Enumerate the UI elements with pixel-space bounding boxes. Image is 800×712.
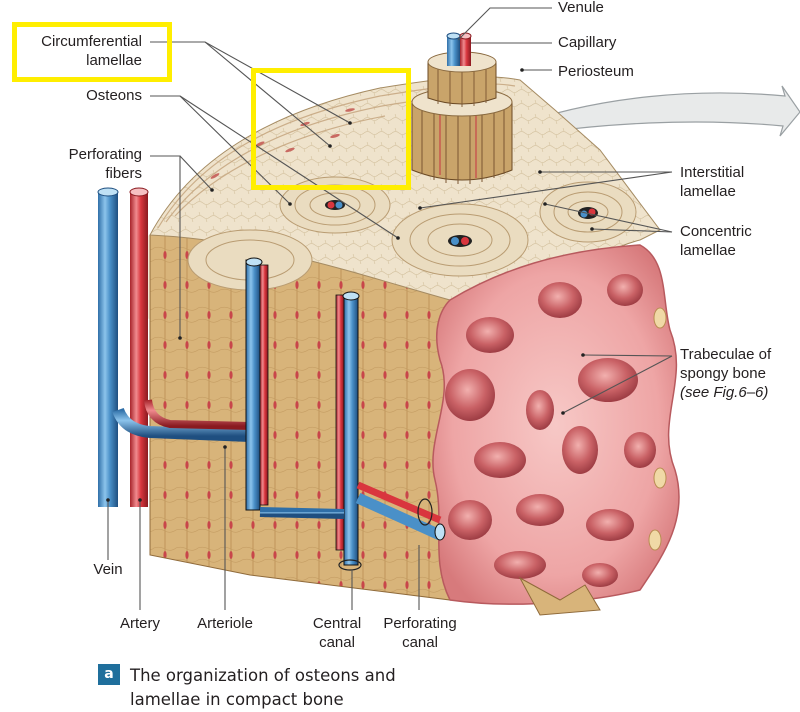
caption-line: lamellae in compact bone bbox=[130, 690, 344, 709]
leader-dots bbox=[106, 68, 594, 502]
caption-line: The organization of osteons and bbox=[130, 666, 396, 685]
perforating-canal-vessel bbox=[338, 481, 446, 571]
circumferential-lamellae-region-highlight bbox=[251, 68, 411, 190]
label-line: Interstitial bbox=[680, 164, 745, 181]
label-artery: Artery bbox=[112, 614, 168, 633]
label-line: Perforating bbox=[383, 615, 457, 632]
label-perforating-fibers: Perforating fibers bbox=[10, 145, 142, 183]
label-periosteum: Periosteum bbox=[558, 62, 634, 81]
label-central-canal: Central canal bbox=[305, 614, 369, 652]
arteriole-branch bbox=[112, 257, 269, 511]
label-line: lamellae bbox=[680, 242, 736, 259]
label-line: Capillary bbox=[558, 34, 617, 51]
central-canal-vessel bbox=[259, 291, 360, 566]
label-line: lamellae bbox=[86, 52, 142, 69]
label-line: lamellae bbox=[680, 183, 736, 200]
spongy-bone bbox=[432, 244, 680, 616]
label-line: Vein bbox=[93, 561, 123, 578]
label-trabeculae: Trabeculae of spongy bone (see Fig.6–6) bbox=[680, 345, 771, 402]
label-osteons: Osteons bbox=[10, 86, 142, 105]
label-line: Circumferential bbox=[41, 33, 142, 50]
label-line: Venule bbox=[558, 0, 604, 16]
label-line: Osteons bbox=[86, 87, 142, 104]
label-line: Arteriole bbox=[197, 615, 253, 632]
label-line: canal bbox=[402, 634, 438, 651]
label-line: canal bbox=[319, 634, 355, 651]
label-line: Trabeculae of bbox=[680, 346, 772, 363]
label-line: Periosteum bbox=[558, 63, 634, 80]
label-line: fibers bbox=[105, 165, 142, 182]
artery-vessel bbox=[129, 187, 149, 507]
label-venule: Venule bbox=[558, 0, 604, 17]
label-capillary: Capillary bbox=[558, 33, 616, 52]
label-vein: Vein bbox=[88, 560, 128, 579]
panel-letter-badge: a bbox=[98, 664, 120, 685]
figure-reference: (see Fig.6–6) bbox=[680, 384, 769, 401]
label-line: Perforating bbox=[68, 146, 142, 163]
label-circumferential-lamellae: Circumferential lamellae bbox=[10, 32, 142, 70]
label-line: Artery bbox=[119, 615, 160, 632]
vein-vessel bbox=[97, 187, 119, 507]
figure-caption: The organization of osteons and lamellae… bbox=[130, 664, 396, 712]
label-interstitial-lamellae: Interstitial lamellae bbox=[680, 163, 744, 201]
label-line: Central bbox=[312, 615, 362, 632]
label-concentric-lamellae: Concentric lamellae bbox=[680, 222, 752, 260]
extracted-osteon bbox=[411, 32, 513, 184]
label-line: Concentric bbox=[680, 223, 752, 240]
label-perforating-canal: Perforating canal bbox=[375, 614, 465, 652]
label-line: spongy bone bbox=[680, 365, 766, 382]
magnify-arrow bbox=[507, 85, 800, 139]
label-arteriole: Arteriole bbox=[188, 614, 262, 633]
circumferential-lamellae-label-highlight bbox=[12, 22, 172, 82]
